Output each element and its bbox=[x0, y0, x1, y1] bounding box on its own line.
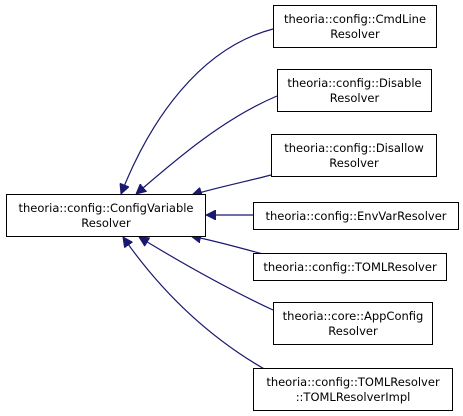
edge-cmdline bbox=[121, 28, 274, 194]
class-node-cmdlineresolver[interactable]: theoria::config::CmdLine Resolver bbox=[273, 5, 437, 48]
class-node-label-line1: theoria::config::Disable bbox=[287, 75, 422, 90]
class-node-configvariableresolver[interactable]: theoria::config::ConfigVariable Resolver bbox=[6, 194, 206, 237]
class-node-disallowresolver[interactable]: theoria::config::Disallow Resolver bbox=[271, 134, 437, 177]
class-node-label-line2: Resolver bbox=[329, 90, 380, 105]
class-node-tomlresolver[interactable]: theoria::config::TOMLResolver bbox=[253, 253, 447, 281]
class-node-label-line2: Resolver bbox=[329, 155, 379, 170]
class-node-label-line2: Resolver bbox=[81, 215, 131, 230]
class-node-tomlresolverimpl[interactable]: theoria::config::TOMLResolver ::TOMLReso… bbox=[253, 368, 453, 411]
class-node-label-line2: Resolver bbox=[328, 323, 378, 338]
edge-disallow bbox=[192, 174, 272, 195]
class-node-envvarresolver[interactable]: theoria::config::EnvVarResolver bbox=[253, 202, 459, 230]
class-node-label-line1: theoria::config::ConfigVariable bbox=[18, 200, 194, 215]
class-node-label-line1: theoria::core::AppConfig bbox=[282, 308, 424, 323]
class-node-label-line1: theoria::config::TOMLResolver bbox=[263, 259, 437, 274]
class-node-label-line2: Resolver bbox=[330, 26, 380, 41]
class-node-label-line1: theoria::config::CmdLine bbox=[283, 11, 427, 26]
class-node-appconfigresolver[interactable]: theoria::core::AppConfig Resolver bbox=[273, 302, 433, 345]
class-node-disableresolver[interactable]: theoria::config::Disable Resolver bbox=[277, 69, 432, 112]
edge-appconfig bbox=[139, 237, 274, 311]
class-node-label-line2: ::TOMLResolverImpl bbox=[295, 389, 411, 404]
class-node-label-line1: theoria::config::EnvVarResolver bbox=[265, 208, 447, 223]
edge-tomlresolver bbox=[191, 236, 264, 255]
edge-tomlresolverimpl bbox=[123, 237, 276, 376]
class-node-label-line1: theoria::config::TOMLResolver bbox=[266, 374, 440, 389]
class-node-label-line1: theoria::config::Disallow bbox=[284, 140, 424, 155]
edge-disable bbox=[136, 95, 278, 194]
